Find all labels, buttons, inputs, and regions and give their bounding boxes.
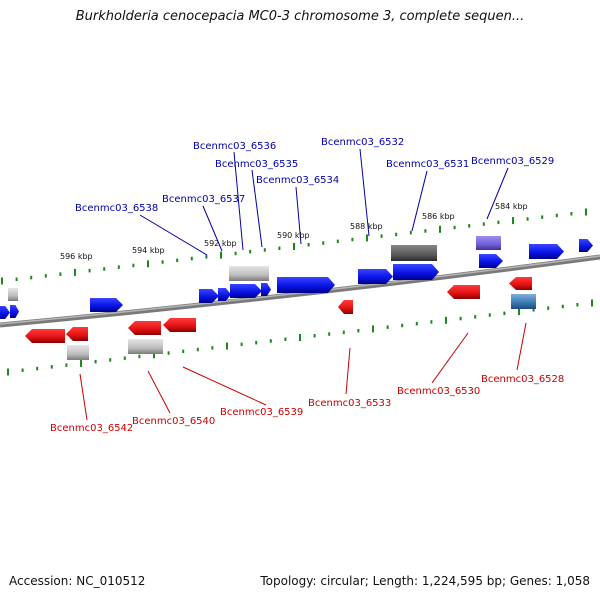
sequence-summary-text: Topology: circular; Length: 1,224,595 bp…	[260, 574, 590, 588]
gene-bcenmc03-6528[interactable]	[511, 294, 536, 309]
gene-f[interactable]	[66, 327, 88, 341]
leader-bcenmc03-6533	[345, 347, 351, 395]
gene-d[interactable]	[90, 298, 123, 312]
tick-label-592kbp: 592 kbp	[204, 239, 237, 248]
gene-label-bcenmc03-6542[interactable]: Bcenmc03_6542	[50, 423, 133, 434]
gene-g[interactable]	[128, 321, 161, 335]
gene-bcenmc03-6540[interactable]	[128, 339, 163, 354]
leader-bcenmc03-6534	[295, 186, 302, 245]
ruler-ticks-top	[1, 208, 587, 285]
gene-i[interactable]	[218, 288, 231, 301]
leader-bcenmc03-6528	[516, 322, 527, 371]
gene-a[interactable]	[0, 306, 10, 319]
leader-bcenmc03-6536	[233, 151, 244, 251]
gene-k[interactable]	[393, 264, 439, 280]
genome-backbone	[0, 254, 600, 328]
gene-bcenmc03-6542[interactable]	[67, 345, 89, 360]
forward-gene-labels: Bcenmc03_6538 Bcenmc03_6537 Bcenmc03_653…	[75, 137, 554, 214]
gene-label-bcenmc03-6538[interactable]: Bcenmc03_6538	[75, 203, 158, 214]
leader-bcenmc03-6537	[202, 205, 223, 252]
gene-label-bcenmc03-6540[interactable]: Bcenmc03_6540	[132, 416, 215, 427]
gene-bcenmc03-6536[interactable]	[230, 284, 262, 298]
gene-bcenmc03-6529[interactable]	[479, 254, 503, 268]
gene-h[interactable]	[199, 289, 219, 303]
gene-j[interactable]	[261, 283, 271, 296]
gene-o[interactable]	[579, 239, 593, 252]
leader-bcenmc03-6538	[139, 214, 208, 256]
gene-label-bcenmc03-6539[interactable]: Bcenmc03_6539	[220, 407, 303, 418]
accession-text: Accession: NC_010512	[9, 574, 146, 588]
gene-n[interactable]	[529, 244, 564, 259]
gene-label-bcenmc03-6532[interactable]: Bcenmc03_6532	[321, 137, 404, 148]
leader-bcenmc03-6540	[147, 370, 171, 414]
leader-bcenmc03-6532	[359, 148, 370, 237]
tick-label-596kbp: 596 kbp	[60, 252, 93, 261]
gene-label-bcenmc03-6533[interactable]: Bcenmc03_6533	[308, 398, 391, 409]
gene-l[interactable]	[476, 236, 501, 250]
leader-bcenmc03-6539	[182, 366, 267, 406]
map-title: Burkholderia cenocepacia MC0-3 chromosom…	[75, 9, 525, 24]
gene-label-bcenmc03-6537[interactable]: Bcenmc03_6537	[162, 194, 245, 205]
gene-b[interactable]	[10, 305, 19, 318]
leader-bcenmc03-6531	[411, 170, 428, 232]
gene-e[interactable]	[25, 329, 65, 343]
gene-label-bcenmc03-6536[interactable]: Bcenmc03_6536	[193, 141, 276, 152]
ruler-ticks-bottom	[7, 299, 593, 376]
gene-bcenmc03-6539[interactable]	[163, 318, 196, 332]
tick-label-584kbp: 584 kbp	[495, 202, 528, 211]
tick-label-588kbp: 588 kbp	[350, 222, 383, 231]
gene-c[interactable]	[8, 288, 18, 301]
gene-bcenmc03-6534[interactable]	[277, 277, 335, 293]
leader-bcenmc03-6529	[486, 167, 509, 220]
gene-bcenmc03-6537[interactable]	[229, 266, 269, 281]
gene-label-bcenmc03-6528[interactable]: Bcenmc03_6528	[481, 374, 564, 385]
gene-track	[0, 236, 593, 360]
gene-bcenmc03-6533[interactable]	[338, 300, 353, 314]
leader-bcenmc03-6530	[431, 332, 469, 384]
gene-label-bcenmc03-6535[interactable]: Bcenmc03_6535	[215, 159, 298, 170]
leader-bcenmc03-6535	[251, 169, 263, 248]
gene-bcenmc03-6531[interactable]	[391, 245, 437, 261]
gene-label-bcenmc03-6531[interactable]: Bcenmc03_6531	[386, 159, 469, 170]
tick-label-586kbp: 586 kbp	[422, 212, 455, 221]
tick-label-594kbp: 594 kbp	[132, 246, 165, 255]
tick-label-590kbp: 590 kbp	[277, 231, 310, 240]
label-leader-lines	[79, 148, 527, 421]
gene-bcenmc03-6532[interactable]	[358, 269, 393, 284]
gene-label-bcenmc03-6534[interactable]: Bcenmc03_6534	[256, 175, 339, 186]
leader-bcenmc03-6542	[79, 373, 88, 421]
gene-label-bcenmc03-6529[interactable]: Bcenmc03_6529	[471, 156, 554, 167]
gene-m[interactable]	[509, 277, 532, 290]
ruler-tick-labels: 596 kbp 594 kbp 592 kbp 590 kbp 588 kbp …	[60, 202, 528, 261]
reverse-gene-labels: Bcenmc03_6542 Bcenmc03_6540 Bcenmc03_653…	[50, 374, 564, 434]
gene-label-bcenmc03-6530[interactable]: Bcenmc03_6530	[397, 386, 480, 397]
gene-bcenmc03-6530[interactable]	[447, 285, 480, 299]
